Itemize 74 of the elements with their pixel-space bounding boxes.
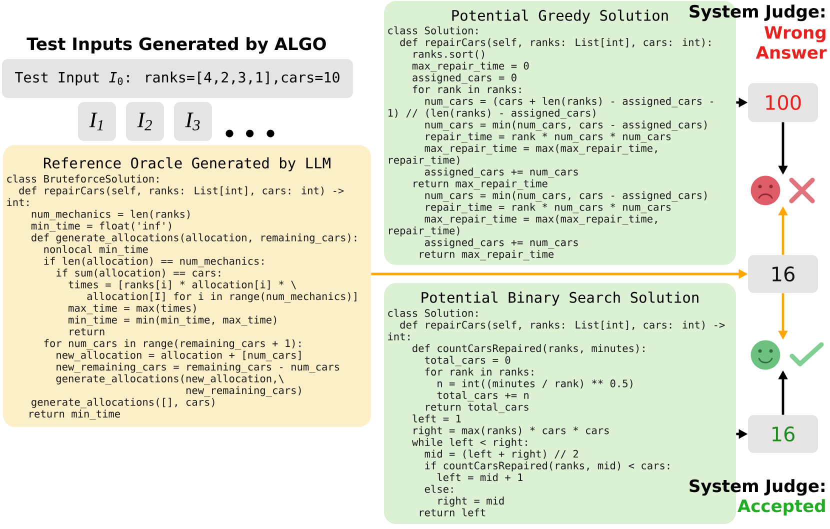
code-line: def generate_allocations(allocation, remaining_cars): [32, 233, 356, 244]
input-box: I$_{1}$ [78, 102, 116, 141]
code-line: int: [7, 198, 28, 206]
result-box: 100 [748, 83, 818, 122]
code-line: return [70, 328, 104, 336]
code-line: new_remaining_cars = remaining_cars - num_cars [56, 362, 340, 373]
code-line: max_repair_time = 0 [412, 62, 529, 72]
code-line: return max_repair_time [420, 250, 554, 260]
code-line: n = int((minutes / rank) ** 0.5) [438, 379, 632, 389]
result-box: 16 [748, 415, 818, 453]
input-box: I$_{2}$ [126, 102, 164, 141]
code-line: num_cars = min(num_cars, cars - assigned_cars) [425, 120, 707, 131]
code-line: num_mechanics = len(ranks) [32, 210, 190, 220]
input-box: Test Input I$_{0}$: ranks=[4,2,3,1],cars=10 [2, 59, 353, 98]
code-line: int: [388, 332, 410, 340]
code-line: num_cars = (cars + len(ranks) - assigned_cars - [425, 96, 714, 108]
code-line: while left < right: [412, 438, 527, 448]
code-line: times = [ranks[i] * allocation[i] * \ [68, 280, 296, 290]
code-line: new_allocation = allocation + [num_cars] [56, 350, 301, 362]
code-line: return total_cars [426, 402, 528, 414]
code-line: nonlocal min_time [44, 245, 148, 256]
code-line: return max_repair_time [414, 179, 548, 190]
code-line: left = mid + 1 [437, 473, 523, 482]
code-line: 1) // (len(ranks) - assigned_cars) [388, 108, 596, 119]
judge-label: System Judge: [690, 479, 824, 496]
verdict-label: Accepted [738, 499, 825, 516]
code-line: for rank in ranks: [425, 368, 534, 376]
code-line: total_cars += n [437, 391, 528, 402]
code-line: generate_allocations([], cars) [32, 398, 214, 408]
code-line: def repairCars(self, ranks: List[int], cars: int) -> [400, 320, 725, 331]
panel-title: Reference Oracle Generated by LLM [44, 157, 330, 172]
judge-label: System Judge: [690, 4, 824, 22]
code-line: min_time = float('inf') [32, 222, 171, 232]
code-line: return left [420, 508, 486, 516]
code-line: class Solution: [388, 308, 478, 317]
code-line: generate_allocations(new_allocation,\ [56, 374, 284, 385]
code-line: assigned_cars = 0 [412, 73, 516, 84]
code-line: total_cars = 0 [424, 356, 510, 366]
code-line: max_time = max(times) [68, 304, 196, 314]
code-line: mid = (left + right) // 2 [424, 450, 578, 460]
code-line: num_cars = min(num_cars, cars - assigned_cars) [425, 191, 707, 202]
title: Test Inputs Generated by ALGO [26, 37, 326, 54]
code-line: ranks.sort() [414, 50, 484, 60]
code-line: def countCarsRepaired(ranks, minutes): [412, 344, 644, 354]
code-line: repair_time) [389, 156, 460, 166]
input-box: I$_{3}$ [174, 102, 212, 141]
verdict-label: Wrong Answer [756, 26, 827, 59]
code-line: if sum(allocation) == cars: [56, 268, 220, 278]
code-line: left = 1 [412, 414, 461, 422]
code-line: max_repair_time = max(max_repair_time, [424, 144, 657, 154]
code-line: if countCarsRepaired(ranks, mid) < cars: [425, 461, 670, 472]
code-line: repair_time) [389, 226, 460, 237]
code-line: max_repair_time = max(max_repair_time, [424, 214, 657, 225]
code-line: else: [424, 484, 453, 493]
code-line: right = mid [438, 496, 504, 507]
code-line: for num_cars in range(remaining_cars + 1): [44, 339, 300, 350]
code-line: allocation[I] for i in range(num_mechanics)] [87, 292, 356, 302]
code-line: def repairCars(self, ranks: List[int], cars: int): [400, 38, 710, 48]
code-line: def repairCars(self, ranks: List[int], cars: int) -> [19, 186, 344, 196]
code-line: new_remaining_cars) [186, 386, 301, 396]
code-line: min_time = min(min_time, max_time) [68, 316, 276, 326]
code-line: class Solution: [388, 26, 478, 34]
code-line: if len(allocation) == num_mechanics: [44, 256, 264, 268]
panel-title: Potential Binary Search Solution [422, 292, 698, 306]
code-line: assigned_cars += num_cars [424, 238, 578, 248]
code-line: repair_time = rank * num_cars * num_cars [426, 132, 671, 143]
code-line: class BruteforceSolution: [7, 174, 158, 183]
code-line: return min_time [30, 410, 120, 420]
result-box: 16 [748, 255, 818, 293]
code-line: right = max(ranks) * cars * cars [414, 426, 609, 436]
code-line: assigned_cars += num_cars [424, 168, 578, 178]
panel-title: Potential Greedy Solution [452, 10, 668, 24]
code-line: for rank in ranks: [412, 85, 521, 94]
code-line: repair_time = rank * num_cars * num_cars [426, 202, 671, 214]
